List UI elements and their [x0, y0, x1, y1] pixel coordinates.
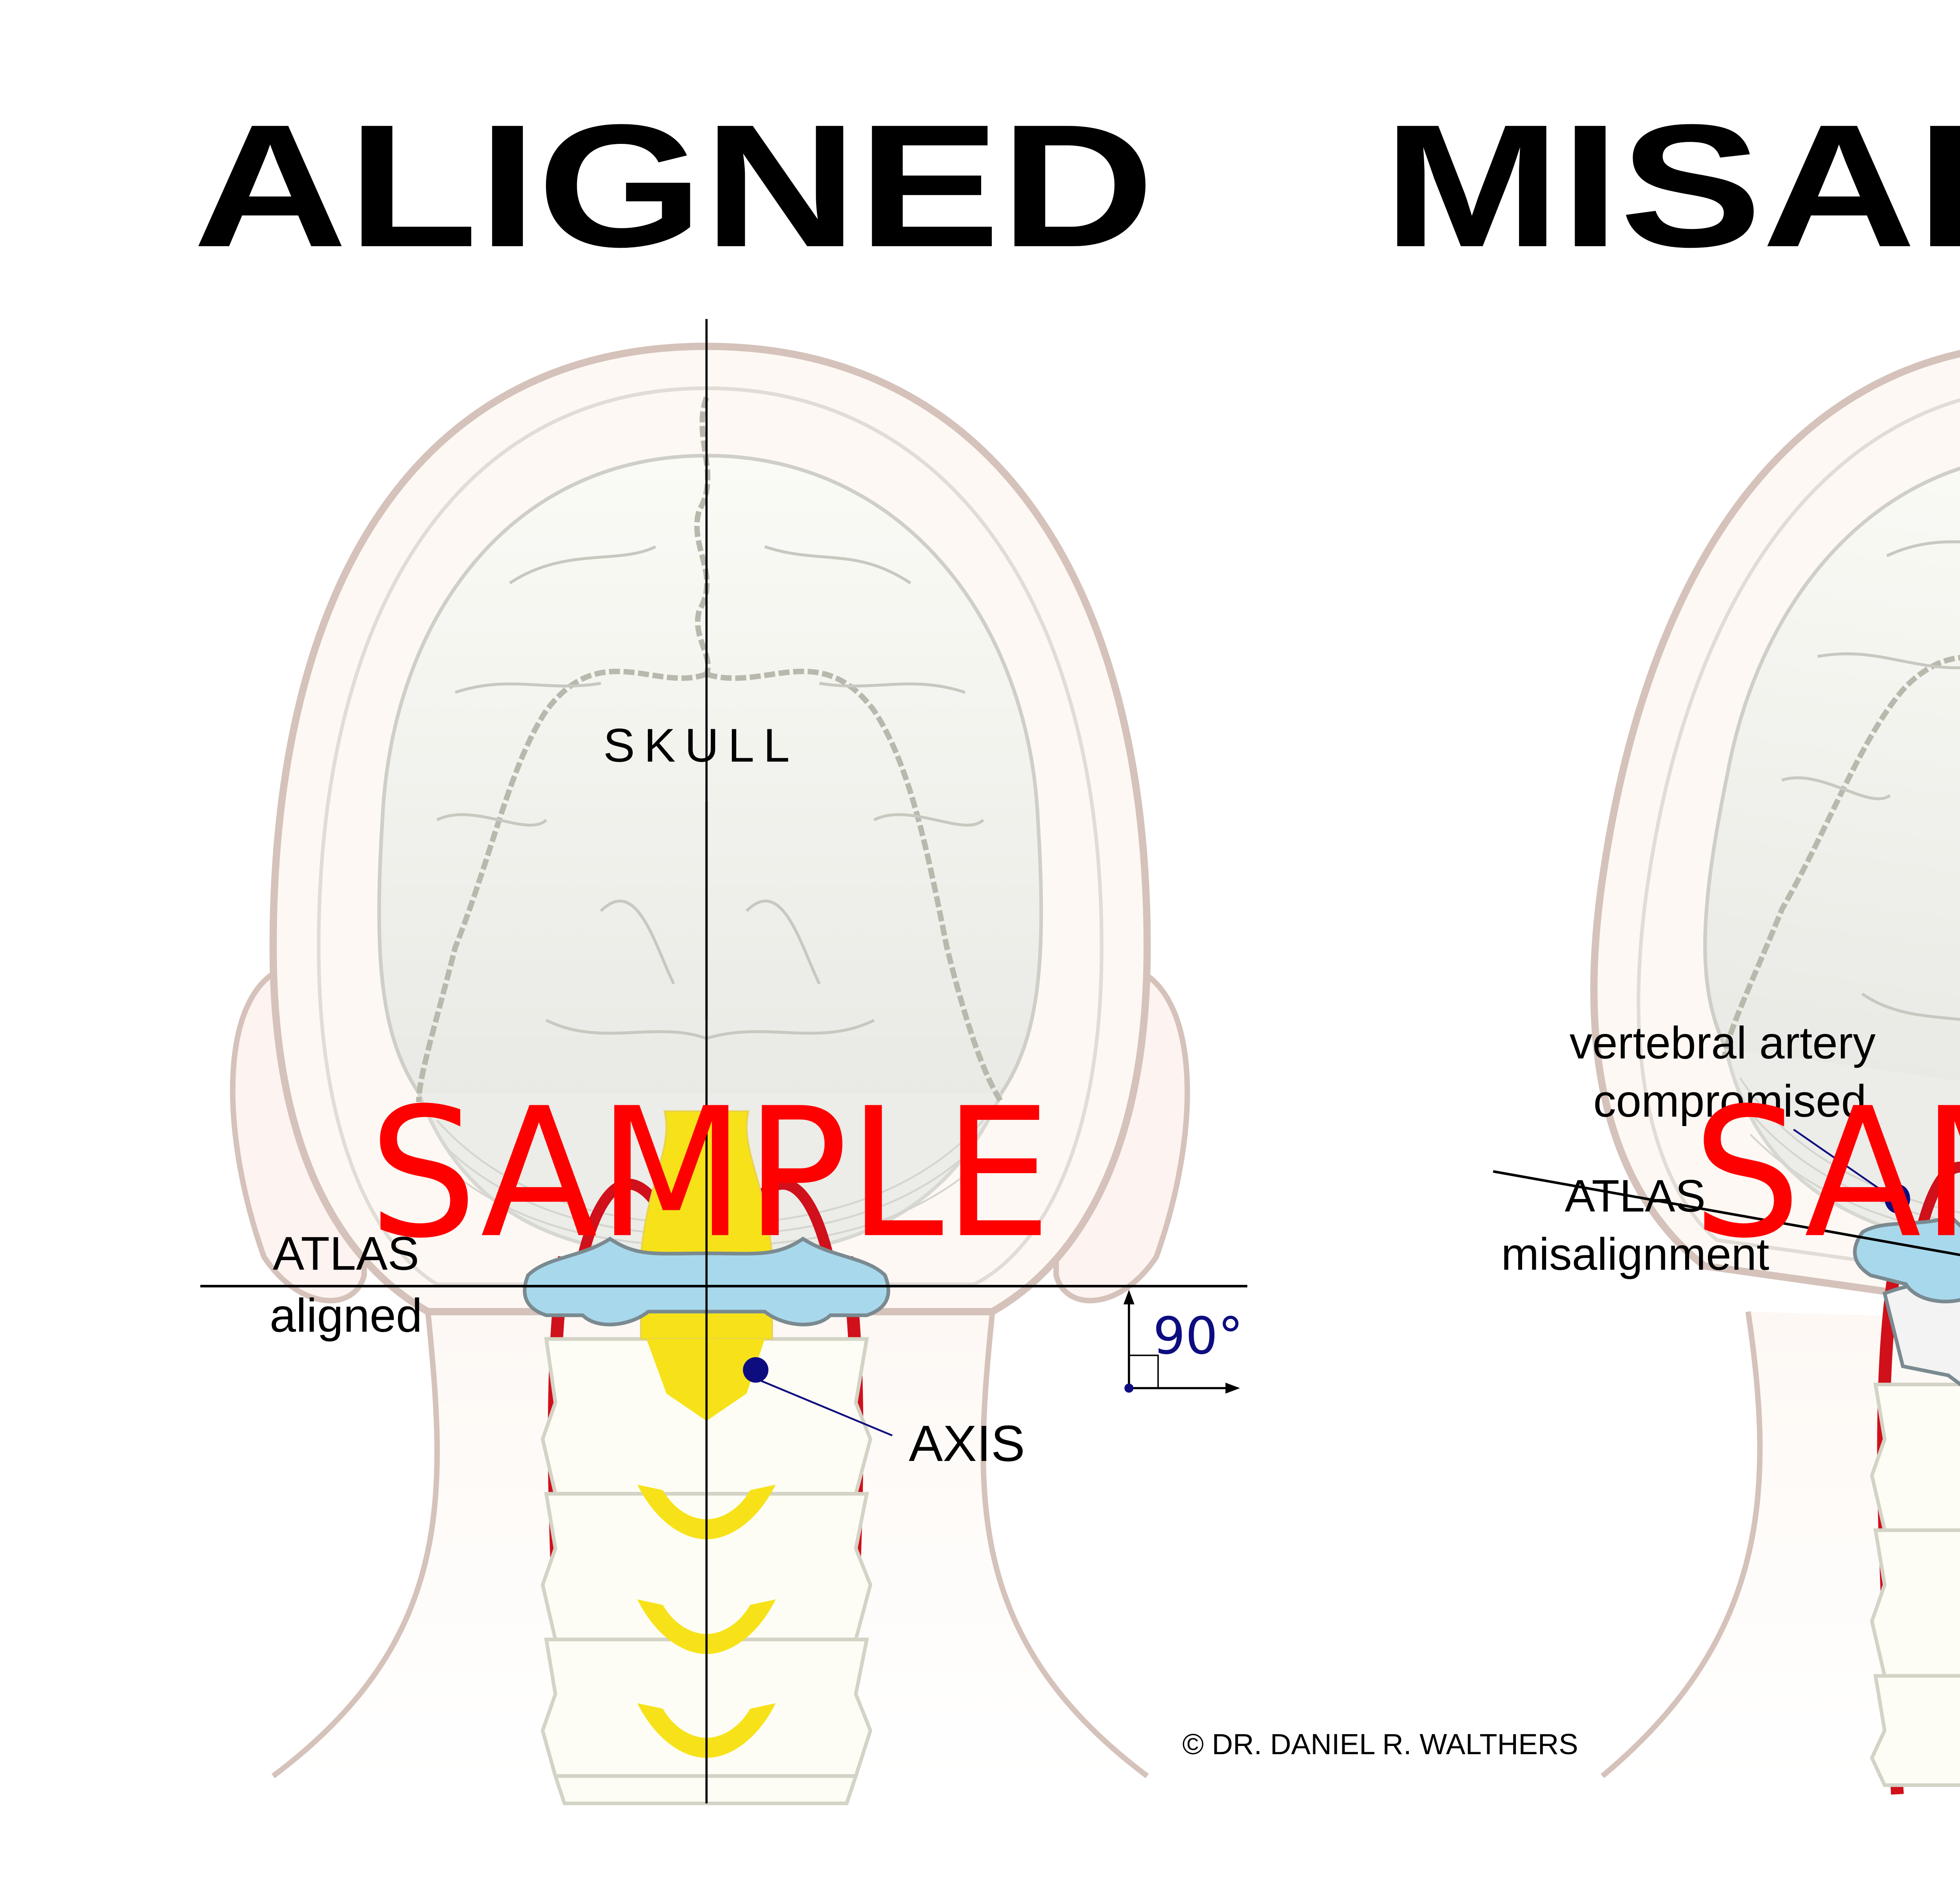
atlas-misaligned-shape [1853, 1214, 1960, 1355]
aligned-head-illustration [200, 319, 1247, 1806]
atlas-misaligned-label-line2: misalignment [1501, 1228, 1769, 1279]
misaligned-head-illustration [1493, 340, 1960, 1795]
atlas-aligned-label-line2: aligned [270, 1289, 422, 1342]
title-aligned: ALIGNED [193, 88, 1154, 283]
vertebral-artery-marker-icon [1884, 1184, 1910, 1213]
atlas-aligned-label-line1: ATLAS [273, 1227, 419, 1280]
misaligned-cervical-spine [1853, 1161, 1960, 1795]
sample-watermark-left: SAMPLE [369, 1070, 1052, 1277]
atlas-misaligned-label-line1: ATLAS [1565, 1170, 1706, 1221]
copyright-text: © DR. DANIEL R. WALTHERS [1182, 1728, 1578, 1760]
head-tilt-line [1493, 1170, 1960, 1256]
skull-label: SKULL [603, 719, 799, 772]
right-angle-indicator [1123, 1290, 1240, 1394]
skull-shape [1703, 452, 1960, 1213]
sample-watermark-right: SAMPLE [1693, 1070, 1960, 1277]
angle-label: 90° [1153, 1306, 1243, 1366]
artery-label-line2: compromised [1593, 1075, 1866, 1126]
title-misaligned: MISALIGNED [1383, 88, 1960, 283]
axis-label: AXIS [909, 1415, 1025, 1472]
artery-label-line1: vertebral artery [1570, 1017, 1876, 1068]
axis-marker-icon [743, 1357, 769, 1383]
